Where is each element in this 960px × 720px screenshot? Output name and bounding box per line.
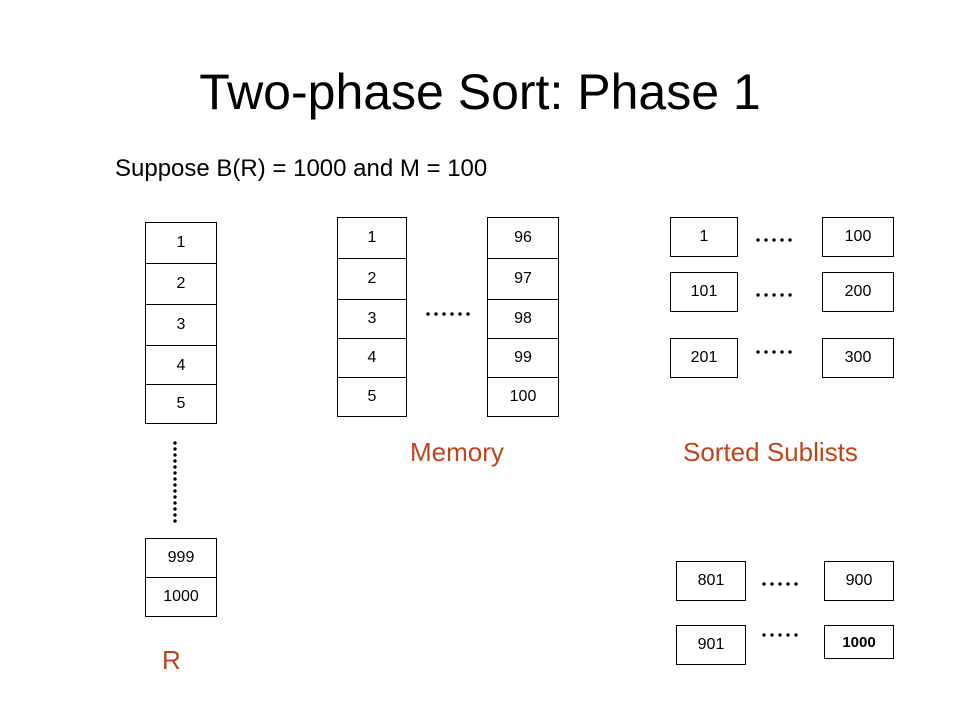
- sublist-dots: [754, 293, 794, 297]
- sublist-end-block: 200: [822, 272, 894, 312]
- sublist-start-block: 801: [676, 561, 746, 601]
- memory-buffer-block: 3: [337, 299, 407, 339]
- sublist-end-block: 300: [822, 338, 894, 378]
- subtitle: Suppose B(R) = 1000 and M = 100: [115, 155, 488, 182]
- relation-block: 3: [145, 304, 217, 346]
- relation-label: R: [162, 645, 181, 675]
- relation-block: 1: [145, 222, 217, 264]
- memory-buffer-block: 99: [487, 338, 559, 378]
- sublist-end-block: 1000: [824, 625, 894, 659]
- memory-buffer-block: 98: [487, 299, 559, 339]
- sublist-dots: [754, 350, 794, 354]
- relation-block: 5: [145, 384, 217, 424]
- sublist-end-block: 900: [824, 561, 894, 601]
- memory-buffer-block: 4: [337, 338, 407, 378]
- sublist-start-block: 901: [676, 625, 746, 665]
- memory-continuation-dots: [424, 312, 472, 316]
- sublist-start-block: 201: [670, 338, 738, 378]
- memory-buffer-block: 2: [337, 258, 407, 300]
- memory-buffer-block: 5: [337, 377, 407, 417]
- sublist-dots: [754, 238, 794, 242]
- relation-continuation-dots: [173, 440, 177, 524]
- relation-block: 2: [145, 263, 217, 305]
- memory-label: Memory: [410, 437, 504, 467]
- relation-block: 4: [145, 345, 217, 387]
- memory-buffer-block: 1: [337, 217, 407, 259]
- sublist-end-block: 100: [822, 217, 894, 257]
- slide-title: Two-phase Sort: Phase 1: [199, 64, 761, 120]
- relation-block: 999: [145, 538, 217, 578]
- sublist-start-block: 1: [670, 217, 738, 257]
- memory-buffer-block: 97: [487, 258, 559, 300]
- memory-buffer-block: 100: [487, 377, 559, 417]
- sublist-dots: [760, 633, 800, 637]
- sublist-start-block: 101: [670, 272, 738, 312]
- relation-block: 1000: [145, 577, 217, 617]
- sublist-dots: [760, 582, 800, 586]
- memory-buffer-block: 96: [487, 217, 559, 259]
- sublists-label: Sorted Sublists: [683, 437, 858, 467]
